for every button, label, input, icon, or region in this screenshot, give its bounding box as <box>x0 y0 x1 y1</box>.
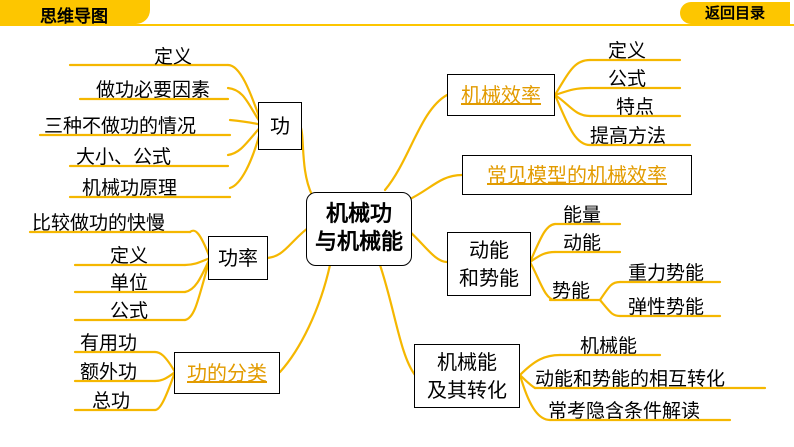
work-item-definition: 定义 <box>154 46 193 68</box>
node-work-label: 功 <box>270 114 290 138</box>
central-topic-line1: 机械功 <box>325 202 392 227</box>
node-work-classification[interactable]: 功的分类 <box>174 352 280 394</box>
top-divider <box>0 24 794 26</box>
node-work: 功 <box>258 102 302 150</box>
central-topic: 机械功 与机械能 <box>306 192 412 266</box>
energy-item-kinetic: 动能 <box>563 232 602 254</box>
node-power: 功率 <box>208 236 268 280</box>
conversion-item-mechanical: 机械能 <box>580 335 638 357</box>
central-topic-line2: 与机械能 <box>314 230 403 255</box>
connector-center-classification <box>278 263 332 374</box>
power-item-unit: 单位 <box>110 272 149 294</box>
node-energy-line1: 动能 <box>469 238 509 262</box>
potential-item-elastic: 弹性势能 <box>628 296 705 318</box>
energy-item-potential: 势能 <box>552 280 591 302</box>
connector-center-efficiency <box>383 93 449 192</box>
power-item-formula: 公式 <box>110 300 149 322</box>
power-item-definition: 定义 <box>110 245 149 267</box>
work-item-no-work: 三种不做功的情况 <box>44 115 197 137</box>
work-classification-link[interactable]: 功的分类 <box>187 361 267 385</box>
efficiency-item-formula: 公式 <box>608 68 647 90</box>
page-title: 思维导图 <box>40 7 108 27</box>
efficiency-item-improve: 提高方法 <box>590 125 667 147</box>
title-tab <box>0 0 150 24</box>
back-to-contents-button[interactable]: 返回目录 <box>680 2 790 24</box>
classification-item-total: 总功 <box>92 390 131 412</box>
connector-center-power <box>263 223 314 260</box>
energy-item-energy: 能量 <box>563 204 602 226</box>
efficiency-item-features: 特点 <box>616 96 655 118</box>
top-bar: 思维导图 返回目录 <box>0 0 794 27</box>
power-item-compare: 比较做功的快慢 <box>32 212 166 234</box>
node-energy-conversion: 机械能 及其转化 <box>414 344 520 408</box>
work-item-formula: 大小、公式 <box>76 146 172 168</box>
work-item-principle: 机械功原理 <box>82 177 178 199</box>
potential-item-gravity: 重力势能 <box>628 262 705 284</box>
node-conversion-line1: 机械能 <box>437 350 497 374</box>
node-common-models[interactable]: 常见模型的机械效率 <box>462 155 692 195</box>
node-conversion-line2: 及其转化 <box>427 378 507 402</box>
node-mechanical-efficiency[interactable]: 机械效率 <box>447 74 555 116</box>
conversion-item-mutual: 动能和势能的相互转化 <box>535 368 726 390</box>
connector-center-conversion <box>378 263 417 377</box>
classification-item-extra: 额外功 <box>80 361 138 383</box>
connector-center-models <box>406 173 464 202</box>
efficiency-item-definition: 定义 <box>608 40 647 62</box>
node-energy-line2: 和势能 <box>459 266 519 290</box>
classification-item-useful: 有用功 <box>80 332 138 354</box>
node-kinetic-potential: 动能 和势能 <box>447 232 531 296</box>
node-power-label: 功率 <box>218 246 258 270</box>
conversion-item-hidden-conditions: 常考隐含条件解读 <box>548 400 701 422</box>
common-models-link[interactable]: 常见模型的机械效率 <box>487 163 667 187</box>
work-item-factors: 做功必要因素 <box>96 79 211 101</box>
connector-center-energy <box>406 228 449 264</box>
mechanical-efficiency-link[interactable]: 机械效率 <box>461 83 541 107</box>
